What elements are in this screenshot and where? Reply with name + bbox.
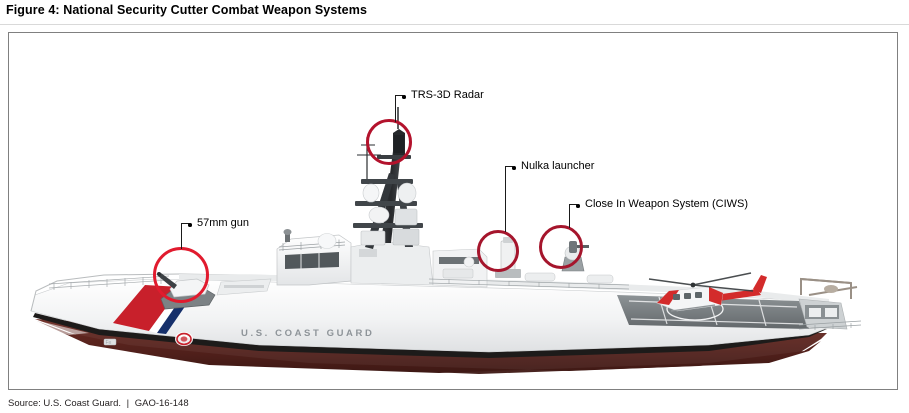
leader-trs-3d-radar-horizontal [395, 95, 403, 96]
callout-label-ciws: Close In Weapon System (CIWS) [585, 198, 749, 210]
source-line: Source: U.S. Coast Guard. | GAO-16-148 [8, 398, 189, 409]
leader-ciws-horizontal [569, 204, 577, 205]
uscg-emblem [175, 332, 193, 346]
svg-text:F≡: F≡ [106, 340, 112, 346]
rotor-blades [648, 272, 754, 292]
national-security-cutter-illustration: F≡ U.S. COAST GUARD [9, 33, 897, 389]
source-label: Source: U.S. Coast Guard. [8, 398, 121, 409]
figure-title: Figure 4: National Security Cutter Comba… [6, 3, 367, 17]
bridge-superstructure [276, 229, 352, 286]
callout-bullet-icon [512, 166, 516, 170]
title-divider [0, 24, 909, 25]
deck-equipment [442, 256, 614, 284]
callout-bullet-icon [402, 95, 406, 99]
leader-57mm-gun-horizontal [181, 223, 189, 224]
figure-panel: F≡ U.S. COAST GUARD [8, 32, 898, 390]
callout-label-nulka-launcher: Nulka launcher [521, 160, 595, 172]
navigation-radome [317, 233, 337, 249]
leader-nulka-launcher-vertical [505, 166, 506, 232]
leader-trs-3d-radar-vertical [395, 95, 396, 122]
annotation-circle-nulka-launcher [477, 230, 519, 272]
annotation-circle-57mm-gun [153, 247, 209, 303]
uscg-helicopter [648, 272, 767, 312]
deck-railing [428, 278, 630, 290]
source-report-number: GAO-16-148 [134, 398, 189, 409]
leader-ciws-vertical [569, 204, 570, 228]
callout-label-57mm-gun: 57mm gun [197, 217, 249, 229]
leader-57mm-gun-vertical [181, 223, 182, 249]
annotation-circle-trs-3d-radar [366, 119, 412, 165]
stern-hangar-and-crane [798, 277, 862, 330]
leader-nulka-launcher-horizontal [505, 166, 513, 167]
callout-label-trs-3d-radar: TRS-3D Radar [411, 89, 484, 101]
boot-stripe [33, 313, 827, 358]
callout-bullet-icon [576, 204, 580, 208]
bow-railing [48, 275, 170, 290]
annotation-circle-ciws [539, 225, 583, 269]
callout-bullet-icon [188, 223, 192, 227]
hull-name-text: U.S. COAST GUARD [241, 328, 374, 339]
source-separator: | [126, 398, 130, 409]
